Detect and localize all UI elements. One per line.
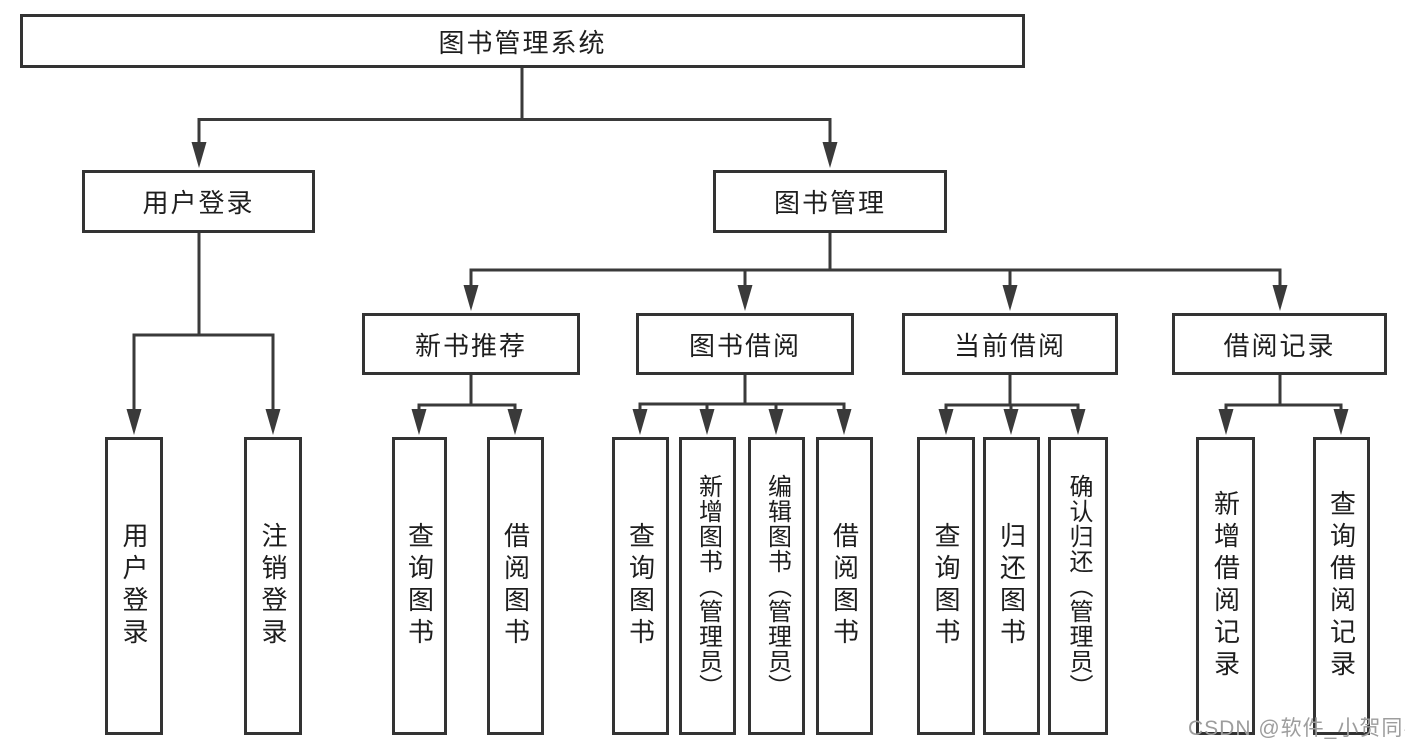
leaf-add-book-admin: 新增图书（管理员）: [679, 437, 736, 735]
node-current-borrowing-label: 当前借阅: [953, 330, 1066, 361]
arrow-down-icon: [1002, 285, 1018, 311]
edge-user-login-to-leaves: [126, 233, 281, 435]
leaf-query-books-borrowing-label: 查询图书: [625, 522, 656, 650]
node-borrowing-records-label: 借阅记录: [1223, 330, 1336, 361]
leaf-query-borrow-record: 查询借阅记录: [1313, 437, 1370, 735]
leaf-query-books-recommend: 查询图书: [392, 437, 447, 735]
arrow-down-icon: [507, 409, 523, 435]
arrow-down-icon: [632, 409, 648, 435]
arrow-down-icon: [1070, 409, 1086, 435]
node-book-management: 图书管理: [713, 170, 947, 233]
node-current-borrowing: 当前借阅: [902, 313, 1118, 375]
edge-root-to-level2: [191, 68, 838, 168]
leaf-query-books-borrowing: 查询图书: [612, 437, 669, 735]
node-root: 图书管理系统: [20, 14, 1025, 68]
leaf-logout-label: 注销登录: [258, 522, 288, 650]
edge-book-management-to-level3: [463, 233, 1288, 311]
watermark-text: CSDN @软件_小贺同学: [1188, 717, 1405, 740]
edge-new-book-recommend-to-leaves: [411, 375, 523, 435]
node-user-login-label: 用户登录: [142, 188, 255, 218]
leaf-borrow-books-recommend: 借阅图书: [487, 437, 544, 735]
leaf-query-books-current-label: 查询图书: [931, 522, 961, 650]
arrow-down-icon: [1218, 409, 1234, 435]
leaf-query-books-current: 查询图书: [917, 437, 975, 735]
arrow-down-icon: [265, 409, 281, 435]
node-new-book-recommend: 新书推荐: [362, 313, 580, 375]
leaf-user-login-label: 用户登录: [119, 522, 149, 650]
leaf-user-login: 用户登录: [105, 437, 163, 735]
leaf-query-borrow-record-label: 查询借阅记录: [1326, 490, 1357, 682]
leaf-confirm-return-admin: 确认归还（管理员）: [1048, 437, 1108, 735]
leaf-return-books: 归还图书: [983, 437, 1040, 735]
leaf-add-borrow-record: 新增借阅记录: [1196, 437, 1255, 735]
leaf-confirm-return-admin-label: 确认归还（管理员）: [1065, 473, 1092, 699]
arrow-down-icon: [463, 285, 479, 311]
leaf-borrow-books-label: 借阅图书: [829, 522, 860, 650]
edge-book-borrowing-to-leaves: [632, 375, 852, 435]
arrow-down-icon: [411, 409, 427, 435]
arrow-down-icon: [1333, 409, 1349, 435]
leaf-return-books-label: 归还图书: [996, 522, 1027, 650]
node-user-login: 用户登录: [82, 170, 315, 233]
leaf-borrow-books: 借阅图书: [816, 437, 873, 735]
arrow-down-icon: [1272, 285, 1288, 311]
arrow-down-icon: [836, 409, 852, 435]
node-root-label: 图书管理系统: [438, 27, 607, 58]
leaf-edit-book-admin: 编辑图书（管理员）: [748, 437, 805, 735]
arrow-down-icon: [938, 409, 954, 435]
arrow-down-icon: [1003, 409, 1019, 435]
arrow-down-icon: [191, 142, 207, 168]
leaf-add-borrow-record-label: 新增借阅记录: [1210, 490, 1241, 682]
node-book-borrowing-label: 图书借阅: [688, 330, 801, 361]
arrow-down-icon: [822, 142, 838, 168]
leaf-logout: 注销登录: [244, 437, 302, 735]
edge-current-borrowing-to-leaves: [938, 375, 1086, 435]
arrow-down-icon: [126, 409, 142, 435]
node-borrowing-records: 借阅记录: [1172, 313, 1387, 375]
edge-borrowing-records-to-leaves: [1218, 375, 1349, 435]
node-book-management-label: 图书管理: [773, 188, 886, 218]
leaf-add-book-admin-label: 新增图书（管理员）: [694, 473, 722, 699]
node-book-borrowing: 图书借阅: [636, 313, 854, 375]
node-new-book-recommend-label: 新书推荐: [414, 330, 527, 361]
arrow-down-icon: [768, 409, 784, 435]
leaf-edit-book-admin-label: 编辑图书（管理员）: [763, 473, 791, 699]
leaf-borrow-books-recommend-label: 借阅图书: [500, 522, 531, 650]
leaf-query-books-recommend-label: 查询图书: [404, 522, 435, 650]
arrow-down-icon: [699, 409, 715, 435]
arrow-down-icon: [737, 285, 753, 311]
